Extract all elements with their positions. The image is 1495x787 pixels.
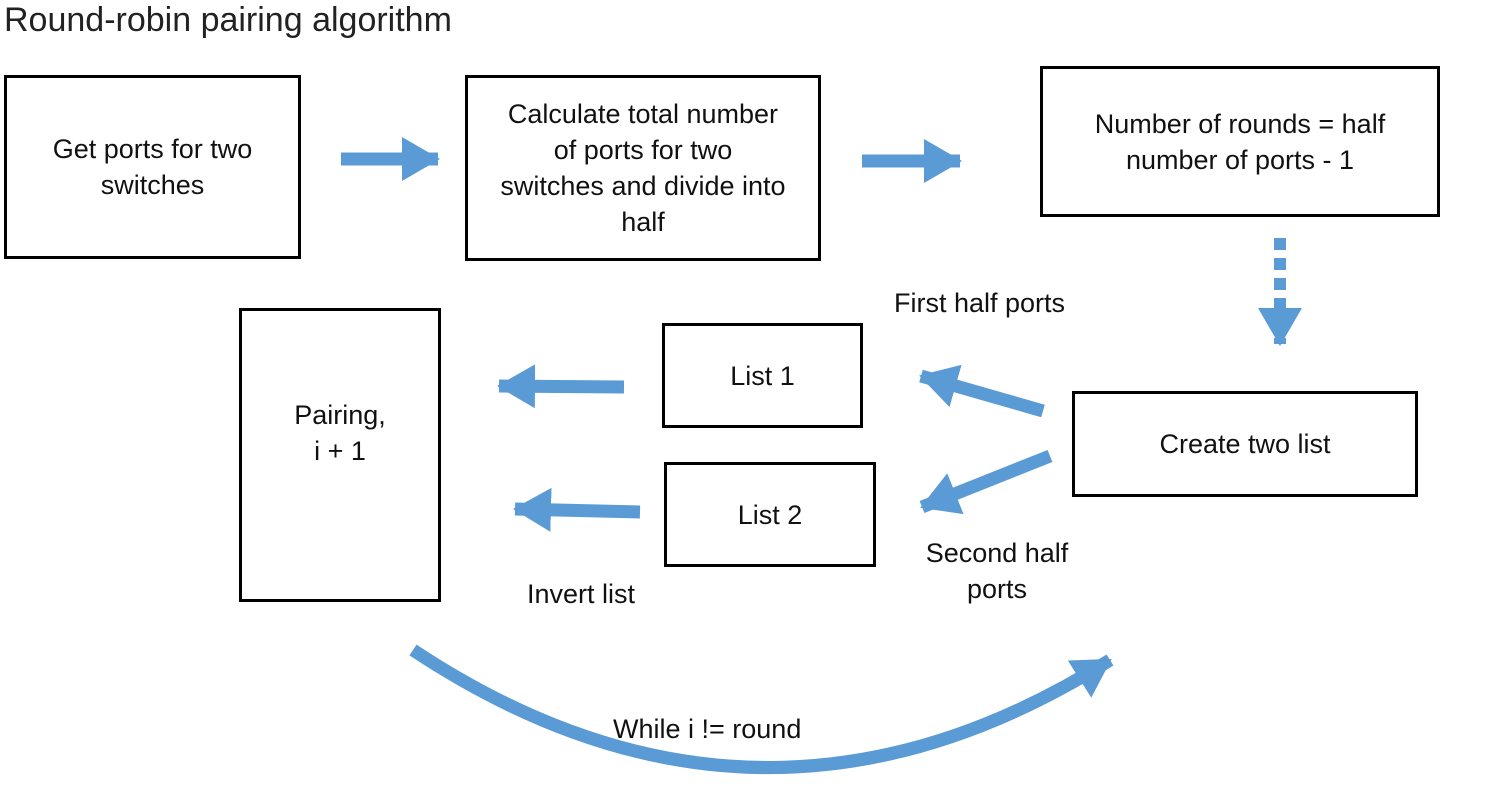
loop-condition-label: While i != round xyxy=(613,714,802,744)
second-half-ports-label: Second half ports xyxy=(925,538,1069,604)
calculate-box: Calculate total number of ports for two … xyxy=(465,75,821,261)
arrow-list2-to-pairing xyxy=(513,487,641,532)
arrow-create-to-list1 xyxy=(919,364,1045,418)
create-two-list-box: Create two list xyxy=(1072,391,1418,497)
arrow-create-to-list2 xyxy=(919,449,1053,515)
arrow-list1-to-pairing xyxy=(497,364,625,409)
get-ports-box: Get ports for two switches xyxy=(4,75,301,259)
pairing-box: Pairing, i + 1 xyxy=(239,308,441,602)
invert-list-label: Invert list xyxy=(527,579,636,609)
arrow-loop-back xyxy=(409,644,1114,775)
list1-box: List 1 xyxy=(662,323,863,428)
list2-box: List 2 xyxy=(664,462,876,567)
diagram-title: Round-robin pairing algorithm xyxy=(4,1,452,39)
first-half-ports-label: First half ports xyxy=(894,288,1066,318)
rounds-box: Number of rounds = half number of ports … xyxy=(1040,66,1440,217)
